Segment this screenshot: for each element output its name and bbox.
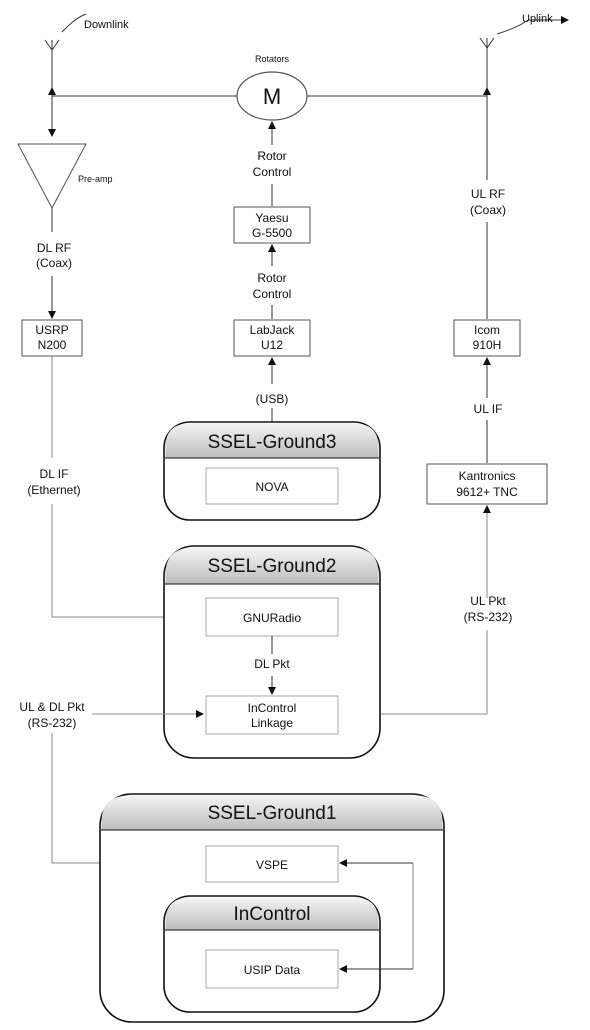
downlink-label: Downlink xyxy=(84,19,129,31)
rotator-motor-symbol: M xyxy=(263,84,281,109)
ssel-ground3-title: SSEL-Ground3 xyxy=(208,432,337,453)
downlink-label-arrow xyxy=(61,13,87,33)
labjack-label-line1: LabJack xyxy=(250,323,296,337)
labjack-label-line2: U12 xyxy=(261,338,283,352)
incontrol-linkage-line1: InControl xyxy=(248,701,297,715)
ul-pkt-label-line2: (RS-232) xyxy=(464,610,513,624)
ul-pkt-label-line1: UL Pkt xyxy=(470,594,506,608)
gnuradio-box xyxy=(205,597,339,637)
incontrol-title: InControl xyxy=(233,904,310,925)
dl-pkt-label: DL Pkt xyxy=(254,657,290,671)
ul-rf-label-line2: (Coax) xyxy=(470,203,506,217)
gnuradio-label: GNURadio xyxy=(243,611,301,625)
ssel-ground2-title: SSEL-Ground2 xyxy=(208,556,337,577)
uplink-label-arrow xyxy=(496,16,569,35)
ssel-ground3-group: SSEL-Ground3 NOVA xyxy=(163,421,381,521)
kantronics-tnc-box xyxy=(426,463,548,505)
linkage-to-ul-pkt-line xyxy=(337,630,488,715)
yaesu-label-line1: Yaesu xyxy=(255,211,288,225)
dl-rf-label-line2: (Coax) xyxy=(36,256,72,270)
dl-if-label-line2: (Ethernet) xyxy=(27,483,80,497)
rotor-control-upper-line1: Rotor xyxy=(257,149,286,163)
yaesu-label-line2: G-5500 xyxy=(252,226,292,240)
rotor-control-lower-line1: Rotor xyxy=(257,271,286,285)
vspe-label: VSPE xyxy=(256,858,288,872)
icom-label-line2: 910H xyxy=(473,338,502,352)
usrp-label-line2: N200 xyxy=(38,338,67,352)
preamp-label: Pre-amp xyxy=(78,174,113,184)
nova-box xyxy=(205,467,339,505)
uplink-label: Uplink xyxy=(522,13,553,25)
yaesu-g5500-box xyxy=(233,206,311,244)
dl-rf-label-line1: DL RF xyxy=(37,241,71,255)
ul-dl-pkt-label-line1: UL & DL Pkt xyxy=(19,700,85,714)
ul-rf-label-line1: UL RF xyxy=(471,187,505,201)
kantronics-label-line1: Kantronics xyxy=(459,469,516,483)
rotators-caption: Rotators xyxy=(255,54,290,64)
nova-label: NOVA xyxy=(255,480,288,494)
labjack-u12-box xyxy=(233,319,311,357)
rotor-control-upper-line2: Control xyxy=(253,165,292,179)
incontrol-linkage-box xyxy=(205,695,339,735)
usb-label: (USB) xyxy=(256,392,289,406)
usip-data-label: USIP Data xyxy=(244,963,301,977)
icom-label-line1: Icom xyxy=(474,323,500,337)
ssel-ground1-title: SSEL-Ground1 xyxy=(208,803,337,824)
dl-if-label-line1: DL IF xyxy=(40,467,69,481)
uplink-antenna-icon xyxy=(479,37,495,56)
downlink-antenna-icon xyxy=(44,39,60,58)
icom-910h-box xyxy=(453,319,521,357)
kantronics-label-line2: 9612+ TNC xyxy=(456,485,518,499)
ssel-ground2-group: SSEL-Ground2 GNURadio DL Pkt InControl L… xyxy=(163,545,381,759)
incontrol-group: InControl USIP Data xyxy=(163,895,381,1013)
rotor-control-lower-line2: Control xyxy=(253,287,292,301)
usip-data-box xyxy=(205,949,339,989)
rotator-motor xyxy=(236,71,308,121)
preamp-amplifier-icon xyxy=(17,143,87,210)
ul-dl-pkt-label-line2: (RS-232) xyxy=(28,716,77,730)
vspe-box xyxy=(205,845,339,883)
usrp-label-line1: USRP xyxy=(35,323,68,337)
dl-if-line-lower xyxy=(51,504,204,621)
ul-if-label: UL IF xyxy=(474,402,503,416)
incontrol-linkage-line2: Linkage xyxy=(251,716,293,730)
